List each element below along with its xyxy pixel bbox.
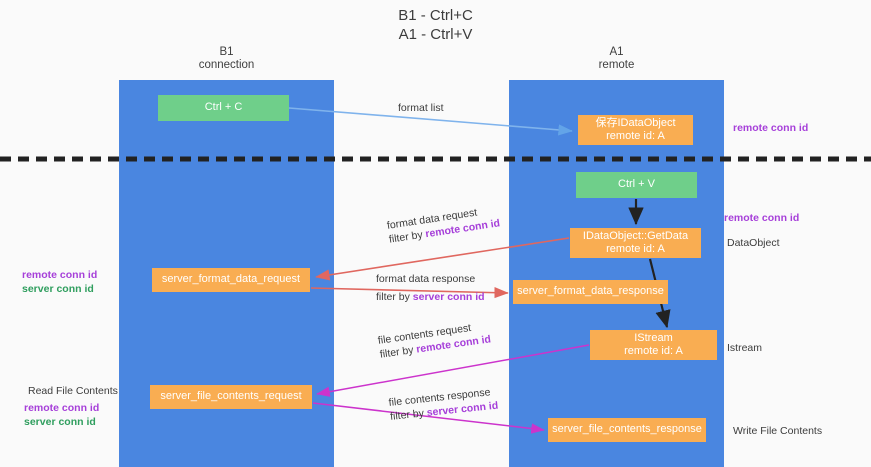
lane-header-a1-name: A1 [609,46,624,58]
annotation-remote-conn-id-top: remote conn id [733,121,808,135]
box-ctrl-v-label: Ctrl + V [618,178,655,191]
box-server-file-contents-response[interactable]: server_file_contents_response [548,418,706,442]
edge-label-file-contents-request: file contents request filter by remote c… [377,318,492,361]
edge-label-format-data-response-filter-key: server conn id [412,291,485,303]
annotation-remote-conn-id-mid: remote conn id [724,211,799,225]
box-server-file-contents-request-label: server_file_contents_request [160,390,302,403]
lane-header-b1-name: B1 [219,46,234,58]
box-ctrl-v[interactable]: Ctrl + V [576,172,697,198]
annotation-remote-conn-id-mid-text: remote conn id [724,212,800,224]
box-ctrl-c[interactable]: Ctrl + C [158,95,289,121]
box-istream-label: IStream [634,331,673,344]
annotation-remote-conn-id-top-text: remote conn id [733,122,809,134]
edge-label-format-data-response-line1: format data response [376,273,476,285]
annotation-left-mid-conn-ids: remote conn id server conn id [22,268,97,296]
box-istream-sub: remote id: A [624,345,683,357]
edge-label-format-data-request-filter-prefix: filter by [388,228,427,246]
annotation-istream-text: Istream [727,342,763,354]
page-title: B1 - Ctrl+C A1 - Ctrl+V [0,6,871,44]
box-server-format-data-request-label: server_format_data_request [161,273,301,286]
box-idataobject-sub: remote id: A [606,130,665,142]
edge-label-file-contents-request-filter-prefix: filter by [379,343,418,361]
annotation-read-file-contents: Read File Contents [28,384,118,398]
box-server-format-data-response-label: server_format_data_response [517,285,664,298]
title-line-2: A1 - Ctrl+V [398,26,473,43]
box-server-file-contents-response-label: server_file_contents_response [552,423,702,436]
box-istream[interactable]: IStream remote id: A [590,330,717,360]
annotation-dataobject-text: DataObject [727,237,780,249]
box-getdata-sub: remote id: A [606,243,665,255]
annotation-left-mid-server: server conn id [22,283,94,295]
lane-header-b1: B1 connection [119,46,334,72]
box-ctrl-c-label: Ctrl + C [204,101,243,114]
box-idataobject-label: 保存IDataObject [595,116,676,129]
annotation-left-low-remote: remote conn id [24,402,100,414]
annotation-write-file-contents: Write File Contents [733,424,822,438]
box-server-format-data-response[interactable]: server_format_data_response [513,280,668,304]
box-getdata-label: IDataObject::GetData [582,229,689,242]
annotation-dataobject: DataObject [727,236,780,250]
edge-label-format-list-text: format list [398,102,444,114]
annotation-istream: Istream [727,341,762,355]
edge-label-format-list: format list [398,101,444,115]
annotation-left-low-server: server conn id [24,416,96,428]
annotation-left-mid-remote: remote conn id [22,269,98,281]
title-line-1: B1 - Ctrl+C [398,7,473,24]
lane-header-a1-role: remote [598,59,635,71]
box-idataobject-getdata[interactable]: IDataObject::GetData remote id: A [570,228,701,258]
edge-label-format-data-response-filter-prefix: filter by [376,291,413,303]
edge-label-file-contents-response: file contents response filter by server … [388,385,499,424]
box-idataobject[interactable]: 保存IDataObject remote id: A [578,115,693,145]
lane-header-a1: A1 remote [509,46,724,72]
edge-label-format-data-request: format data request filter by remote con… [386,202,501,246]
lane-header-b1-role: connection [198,59,255,71]
edge-label-format-data-response: format data response filter by server co… [376,272,485,304]
edge-label-file-contents-response-filter-prefix: filter by [389,407,428,423]
box-server-format-data-request[interactable]: server_format_data_request [152,268,310,292]
annotation-read-file-contents-text: Read File Contents [28,385,118,397]
box-server-file-contents-request[interactable]: server_file_contents_request [150,385,312,409]
annotation-write-file-contents-text: Write File Contents [733,425,823,437]
annotation-left-low-conn-ids: remote conn id server conn id [24,401,99,429]
